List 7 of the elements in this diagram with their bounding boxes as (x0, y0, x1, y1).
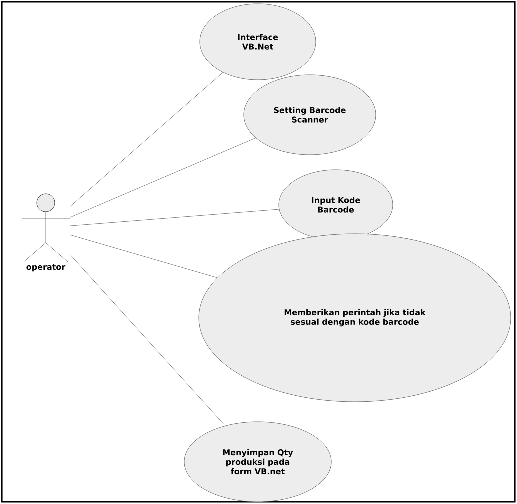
association-line (70, 72, 224, 208)
association-line (70, 209, 280, 226)
node-label: operator (26, 264, 66, 272)
actor-figure: operator (22, 194, 70, 272)
association-line (70, 254, 226, 426)
association-line (70, 234, 218, 278)
association-line (70, 138, 256, 218)
